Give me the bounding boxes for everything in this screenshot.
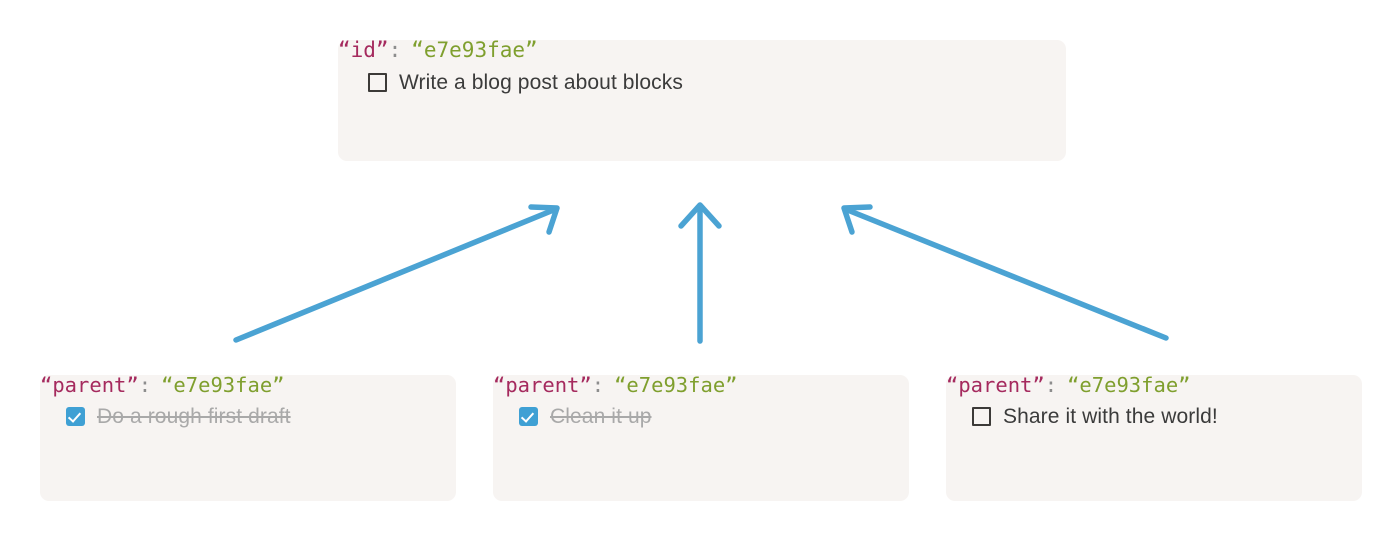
child-json-row: “parent”: “e7e93fae” bbox=[40, 375, 456, 396]
json-value: “e7e93fae” bbox=[411, 38, 538, 62]
checkbox-checked-icon[interactable] bbox=[66, 406, 85, 426]
json-key: “parent” bbox=[946, 373, 1045, 397]
json-colon: : bbox=[388, 38, 402, 62]
child-task-row[interactable]: Clean it up bbox=[519, 403, 652, 429]
parent-json-row: “id”: “e7e93fae” bbox=[338, 40, 1066, 61]
json-value: “e7e93fae” bbox=[161, 373, 285, 397]
json-value: “e7e93fae” bbox=[614, 373, 738, 397]
json-key: “id” bbox=[338, 38, 389, 62]
json-key: “parent” bbox=[40, 373, 139, 397]
child-task-label: Share it with the world! bbox=[1003, 404, 1218, 428]
checkbox-checked-icon[interactable] bbox=[519, 406, 538, 426]
child-json-row: “parent”: “e7e93fae” bbox=[493, 375, 909, 396]
arrow-right-child-to-parent bbox=[841, 204, 1169, 341]
child-task-card[interactable]: Clean it up “parent”: “e7e93fae” bbox=[493, 375, 909, 501]
checkbox-unchecked-icon[interactable] bbox=[972, 406, 991, 426]
arrow-left-child-to-parent bbox=[233, 204, 560, 343]
checkbox-unchecked-icon[interactable] bbox=[368, 72, 387, 92]
child-task-row[interactable]: Share it with the world! bbox=[972, 403, 1218, 429]
arrow-middle-child-to-parent bbox=[678, 202, 722, 344]
parent-task-label: Write a blog post about blocks bbox=[399, 70, 683, 94]
parent-task-card[interactable]: Write a blog post about blocks “id”: “e7e… bbox=[338, 40, 1066, 161]
parent-task-row[interactable]: Write a blog post about blocks bbox=[368, 69, 683, 95]
child-task-label: Clean it up bbox=[550, 404, 652, 428]
child-task-row[interactable]: Do a rough first draft bbox=[66, 403, 291, 429]
json-value: “e7e93fae” bbox=[1067, 373, 1191, 397]
json-key: “parent” bbox=[493, 373, 592, 397]
child-task-card[interactable]: Share it with the world! “parent”: “e7e93… bbox=[946, 375, 1362, 501]
json-colon: : bbox=[1044, 373, 1058, 397]
json-colon: : bbox=[138, 373, 152, 397]
child-task-label: Do a rough first draft bbox=[97, 404, 291, 428]
child-json-row: “parent”: “e7e93fae” bbox=[946, 375, 1362, 396]
child-task-card[interactable]: Do a rough first draft “parent”: “e7e93fa… bbox=[40, 375, 456, 501]
json-colon: : bbox=[591, 373, 605, 397]
